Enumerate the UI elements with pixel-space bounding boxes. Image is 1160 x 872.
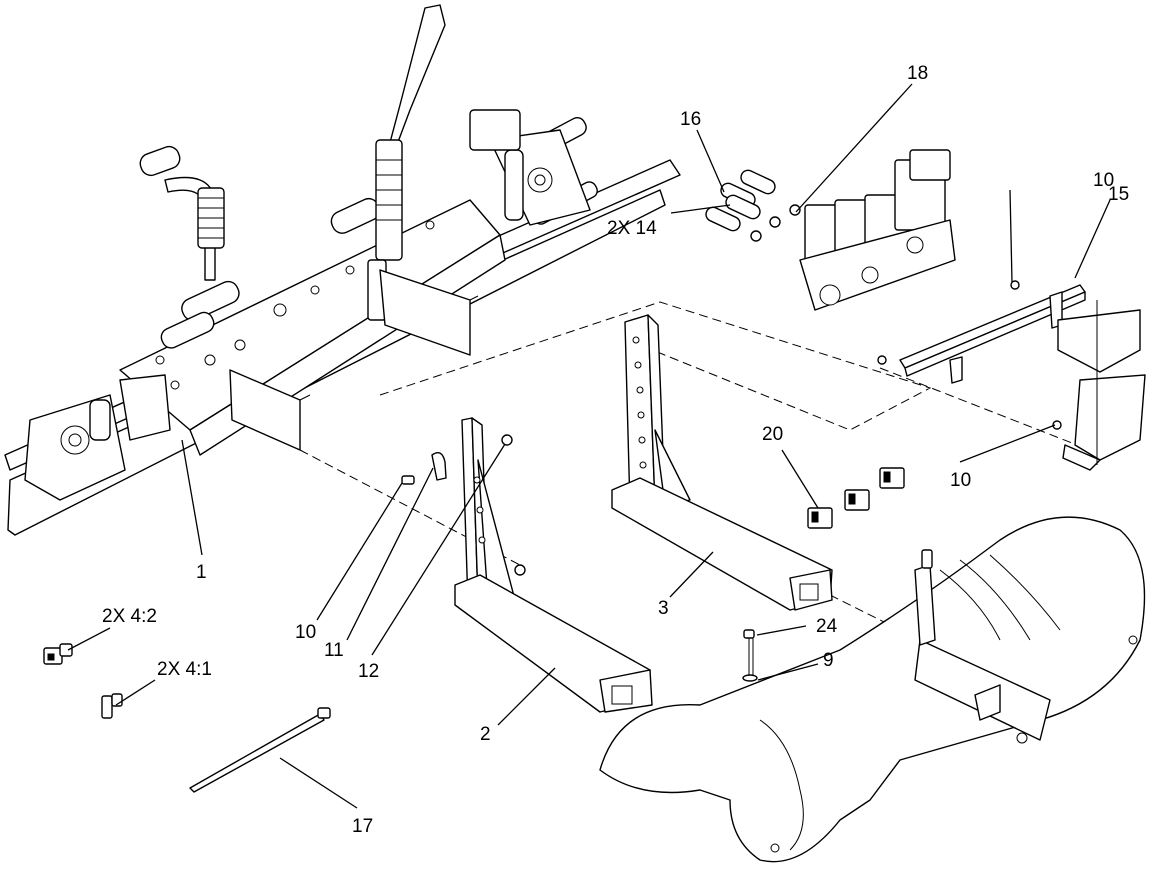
hydraulic-fittings xyxy=(705,169,801,242)
fasteners-10-11-12 xyxy=(401,434,526,576)
callout-24: 24 xyxy=(816,616,838,637)
relay-switches xyxy=(807,467,905,529)
rear-u-frame xyxy=(611,314,833,611)
callout-18: 18 xyxy=(907,63,928,84)
callout-labels: 1 2 3 2X 4:2 2X 4:1 9 10 10 10 11 12 2X … xyxy=(102,63,1129,837)
bolt-and-washer xyxy=(742,629,758,682)
front-u-frame xyxy=(454,417,653,713)
control-lever-left xyxy=(139,145,225,281)
callout-20: 20 xyxy=(762,424,783,445)
callout-17: 17 xyxy=(352,816,373,837)
main-frame-assembly xyxy=(4,4,681,536)
control-lever-center xyxy=(367,4,446,321)
frame-support-brackets xyxy=(229,269,479,451)
callout-4-2: 2X 4:2 xyxy=(102,606,157,627)
callout-10-a: 10 xyxy=(295,622,316,643)
cable-tie xyxy=(189,707,331,793)
right-spindle-assembly xyxy=(469,109,591,226)
callout-3: 3 xyxy=(658,598,669,619)
chassis-holes xyxy=(155,220,435,390)
mounting-bracket xyxy=(877,280,1146,471)
callout-10-c: 10 xyxy=(950,470,971,491)
callout-10-b: 10 xyxy=(1093,170,1114,191)
valve-assembly xyxy=(799,149,956,311)
left-spindle-assembly xyxy=(24,374,171,501)
leader-lines xyxy=(67,83,1111,809)
callout-14: 2X 14 xyxy=(607,218,657,239)
callout-1: 1 xyxy=(196,562,207,583)
callout-2: 2 xyxy=(480,724,491,745)
callout-16: 16 xyxy=(680,109,701,130)
callout-9: 9 xyxy=(823,650,834,671)
connectors xyxy=(43,643,123,719)
mower-deck xyxy=(599,516,1146,863)
callout-4-1: 2X 4:1 xyxy=(157,659,212,680)
callout-15: 15 xyxy=(1108,184,1129,205)
callout-11: 11 xyxy=(324,640,344,661)
callout-12: 12 xyxy=(358,661,379,682)
